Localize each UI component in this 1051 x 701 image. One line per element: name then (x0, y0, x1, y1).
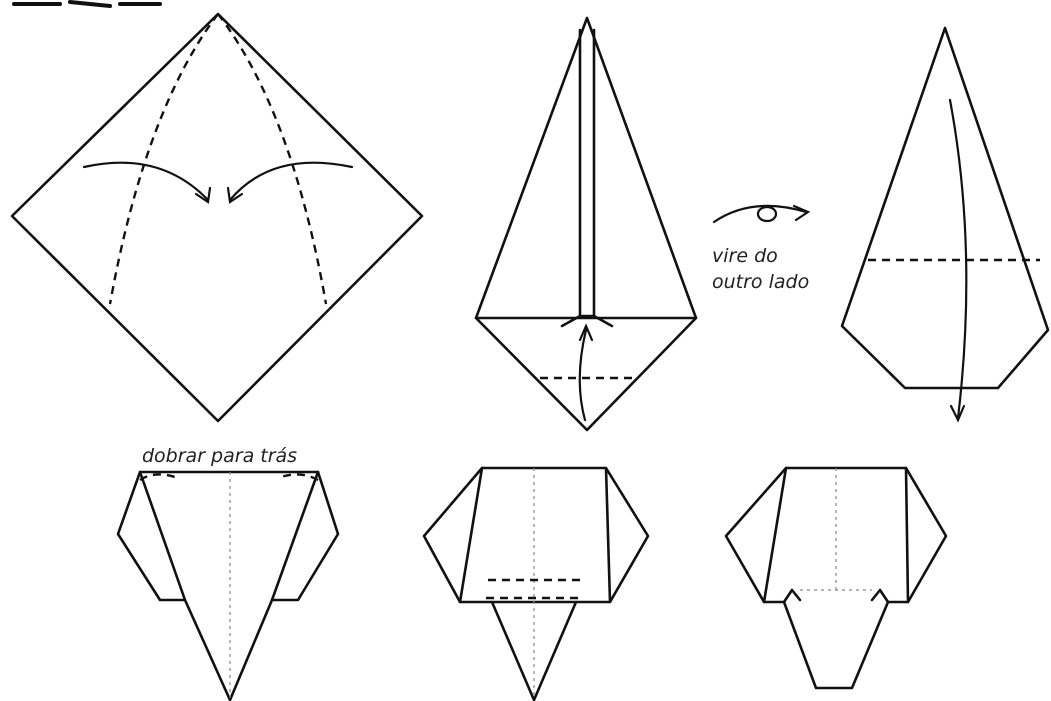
step-4-head (118, 472, 338, 700)
turn-over-label-line1: vire do (712, 245, 778, 267)
step-1-square (12, 14, 422, 421)
turn-over-label-line2: outro lado (712, 271, 809, 293)
step-5-head (424, 468, 648, 700)
step-3-shape (842, 28, 1048, 420)
cropped-title-fragment (14, 2, 160, 6)
turn-over-indicator: vire do outro lado (712, 206, 809, 293)
step-2-kite (476, 18, 696, 430)
fold-arrow-right (230, 163, 352, 200)
fold-back-label: dobrar para trás (142, 445, 297, 467)
step-6-head (726, 468, 946, 688)
fold-up-arrow (580, 330, 586, 420)
fold-arrow-left (84, 163, 208, 200)
